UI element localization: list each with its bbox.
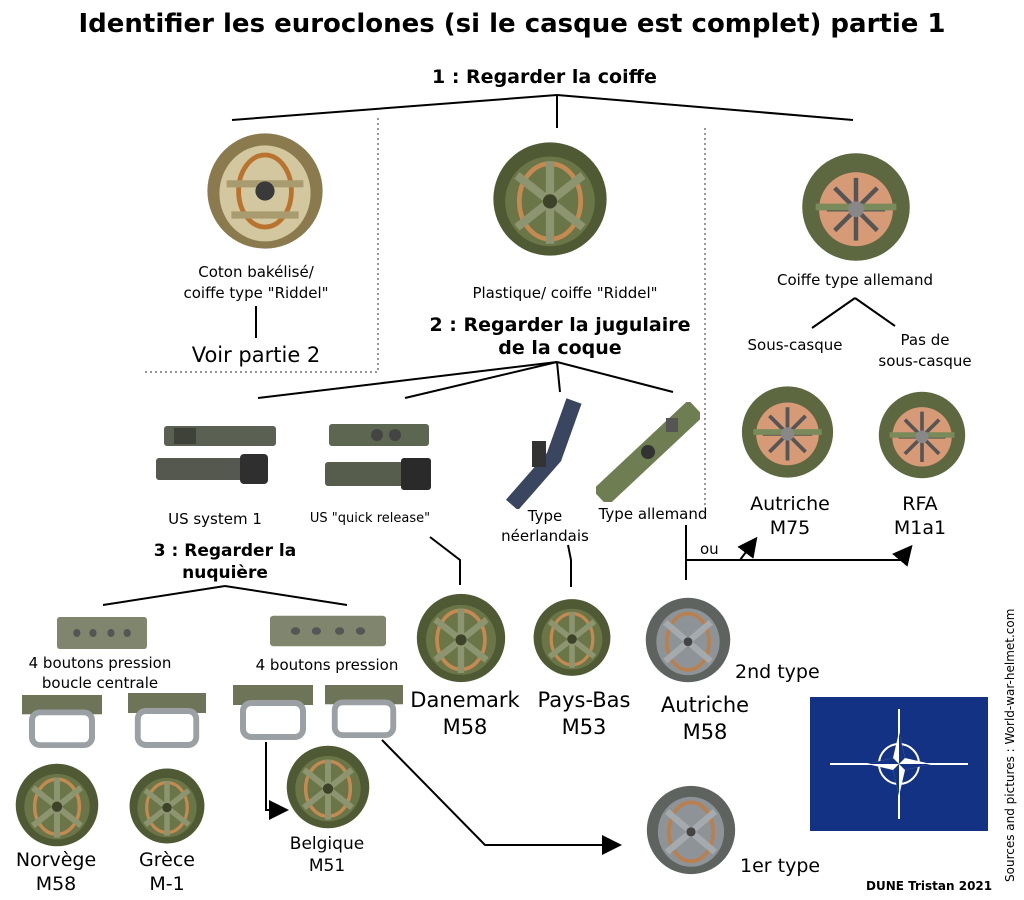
label-ou: ou: [700, 540, 719, 558]
label-nuquiere-centrale-l2: boucle centrale: [41, 674, 159, 692]
buckle-photo-belgique-a: [233, 685, 313, 741]
nuquiere-photo-centrale: [57, 613, 147, 653]
step2-heading-l1: 2 : Regarder la jugulaire: [429, 314, 691, 336]
helmet-photo-coiffe-allemand: [800, 143, 912, 271]
helmet-photo-rfa-m1a1: [877, 381, 967, 489]
result-paysbas-l2: M53: [561, 715, 607, 739]
helmet-photo-plastique: [490, 140, 610, 258]
label-neerl-l2: néerlandais: [501, 527, 589, 545]
helmet-photo-paysbas-m53: [532, 590, 612, 685]
helmet-photo-bakelite: [205, 130, 325, 252]
helmet-photo-autriche-m58-2nd: [644, 585, 732, 695]
label-bakelite-l2: coiffe type "Riddel": [183, 284, 329, 302]
result-norvege-l2: M58: [35, 873, 77, 895]
step3-heading-l1: 3 : Regarder la: [153, 541, 297, 561]
label-premier-type: 1er type: [740, 855, 821, 877]
page-title: Identifier les euroclones (si le casque …: [78, 9, 946, 39]
label-coiffe-allemand: Coiffe type allemand: [776, 271, 933, 289]
strap-photo-allemand: [596, 402, 700, 502]
label-nuquiere-centrale-l1: 4 boutons pression: [28, 654, 172, 672]
helmet-photo-norvege-m58: [14, 762, 100, 848]
helmet-photo-danemark-m58: [414, 592, 508, 684]
label-bakelite-l1: Coton bakélisé/: [198, 263, 314, 281]
result-rfa-l2: M1a1: [893, 517, 947, 539]
result-autriche-m75-l2: M75: [769, 517, 811, 539]
nato-compass-icon: [830, 709, 968, 819]
result-danemark-l1: Danemark: [410, 688, 520, 712]
step1-heading: 1 : Regarder la coiffe: [432, 66, 657, 88]
result-danemark-l2: M58: [442, 715, 488, 739]
helmet-photo-grece-m1: [128, 762, 206, 850]
step2-heading-l2: de la coque: [498, 337, 622, 359]
result-norvege-l1: Norvège: [15, 849, 97, 871]
strap-photo-us-quick: [325, 418, 435, 492]
label-us-system: US system 1: [168, 510, 262, 528]
strap-photo-neerlandais: [494, 397, 584, 509]
label-pas-de-l2: sous-casque: [878, 352, 972, 370]
author-credit: DUNE Tristan 2021: [866, 879, 993, 893]
label-neerl-l1: Type: [527, 507, 563, 525]
helmet-photo-autriche-m58-1er: [645, 770, 737, 890]
result-belgique-l2: M51: [308, 856, 346, 876]
label-plastique: Plastique/ coiffe "Riddel": [472, 284, 658, 302]
label-strap-allemand: Type allemand: [598, 505, 708, 523]
label-sous-casque: Sous-casque: [747, 336, 843, 354]
result-grece-l1: Grèce: [139, 849, 195, 871]
nuquiere-photo-simple: [270, 612, 386, 650]
result-autriche-m58-l2: M58: [682, 720, 728, 744]
result-autriche-m58-l1: Autriche: [660, 693, 750, 717]
step3-heading-l2: nuquière: [182, 563, 268, 583]
nato-flag-icon: [810, 697, 988, 831]
buckle-photo-norvege: [22, 695, 102, 749]
label-pas-de-l1: Pas de: [900, 331, 950, 349]
buckle-photo-grece: [128, 693, 206, 749]
helmet-photo-belgique-m51: [285, 744, 371, 830]
strap-photo-us-system: [156, 418, 280, 490]
result-rfa-l1: RFA: [902, 493, 938, 515]
label-second-type: 2nd type: [735, 661, 820, 683]
helmet-photo-autriche-m75: [740, 377, 835, 487]
label-nuquiere-simple: 4 boutons pression: [255, 656, 399, 674]
result-paysbas-l1: Pays-Bas: [537, 688, 631, 712]
label-us-quick: US "quick release": [309, 511, 431, 526]
label-voir-partie2: Voir partie 2: [191, 343, 321, 367]
sources-credit: Sources and pictures : World-war-helmet.…: [1003, 608, 1017, 882]
result-belgique-l1: Belgique: [289, 834, 365, 854]
result-grece-l2: M-1: [149, 873, 185, 895]
result-autriche-m75-l1: Autriche: [750, 493, 830, 515]
buckle-photo-belgique-b: [325, 685, 403, 739]
